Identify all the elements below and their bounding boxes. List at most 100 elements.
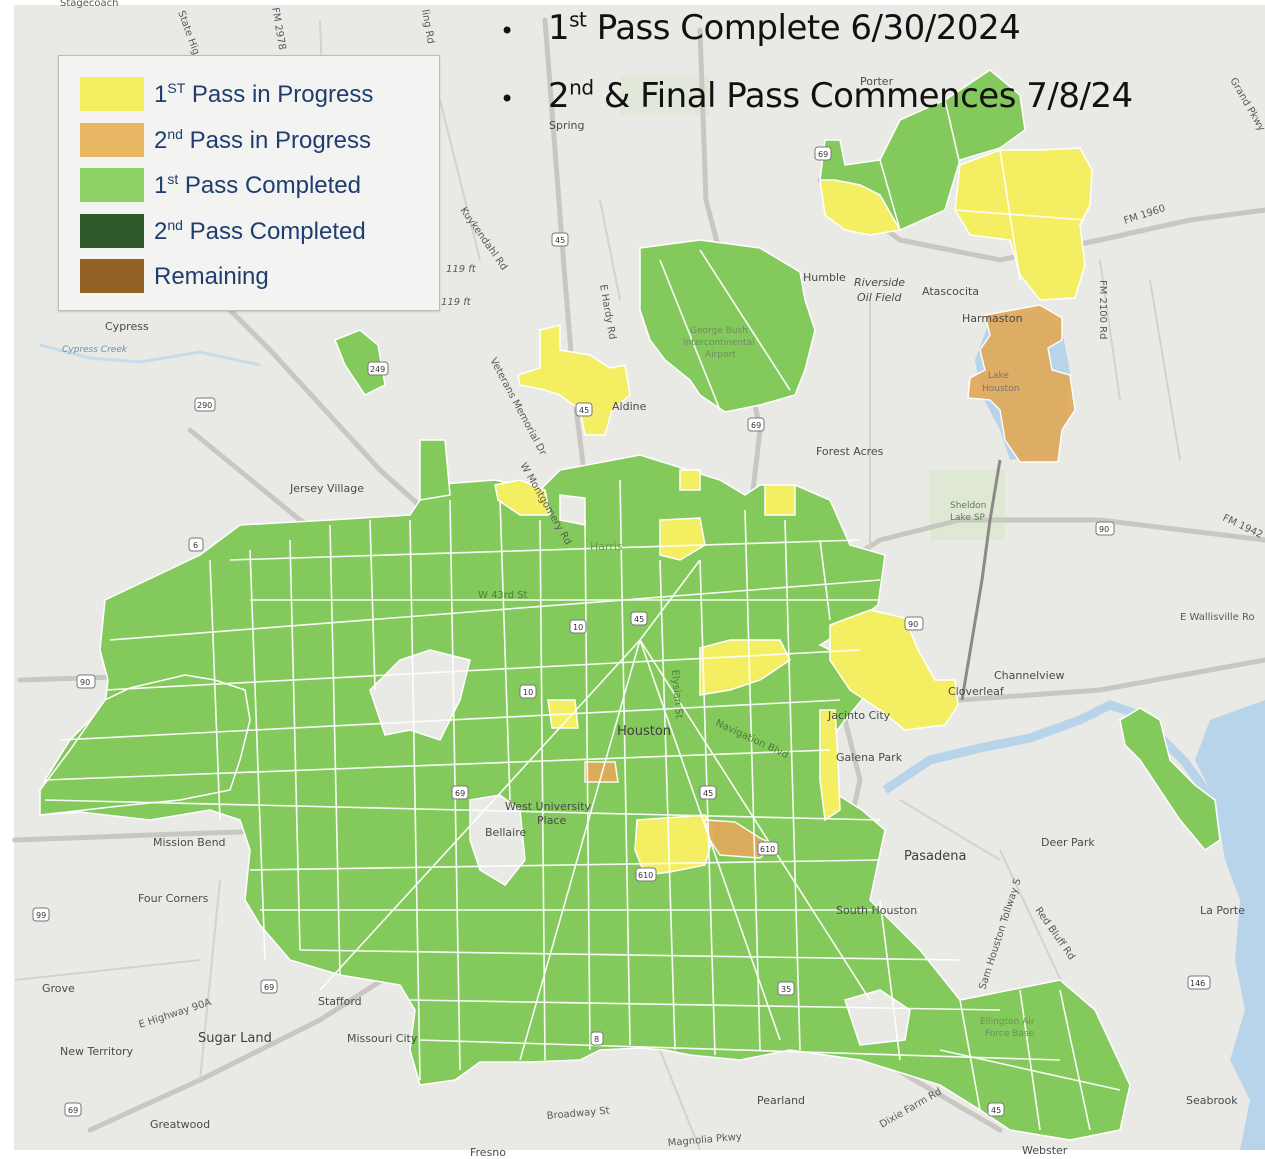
bullet-icon: • bbox=[500, 17, 515, 46]
svg-text:10: 10 bbox=[523, 688, 533, 697]
svg-text:69: 69 bbox=[68, 1106, 78, 1115]
label-galena-park: Galena Park bbox=[836, 751, 903, 764]
legend-label: 2nd Pass in Progress bbox=[154, 125, 372, 154]
label-porter: Porter bbox=[860, 75, 894, 88]
svg-text:45: 45 bbox=[634, 615, 644, 624]
svg-text:69: 69 bbox=[818, 150, 828, 159]
label-webster: Webster bbox=[1022, 1144, 1068, 1157]
galveston-bay bbox=[1195, 700, 1265, 1150]
road-w43rd: W 43rd St bbox=[478, 590, 528, 601]
label-la-porte: La Porte bbox=[1200, 904, 1245, 917]
label-cypress: Cypress bbox=[105, 320, 149, 333]
label-gb-airport-1: George Bush bbox=[690, 326, 748, 336]
svg-text:35: 35 bbox=[781, 985, 791, 994]
shield-sh99: 99 bbox=[32, 907, 50, 922]
label-four-corners: Four Corners bbox=[138, 892, 209, 905]
label-fresno: Fresno bbox=[470, 1146, 506, 1159]
label-gb-airport-3: Airport bbox=[705, 350, 736, 360]
label-pearland: Pearland bbox=[757, 1094, 805, 1107]
left-margin bbox=[0, 0, 14, 1159]
shield-us290: 290 bbox=[194, 397, 216, 412]
legend-item-second-pass-completed: 2nd Pass Completed bbox=[80, 213, 366, 249]
label-houston: Houston bbox=[617, 724, 671, 739]
svg-text:69: 69 bbox=[751, 421, 761, 430]
legend-swatch bbox=[80, 259, 144, 293]
label-cloverleaf: Cloverleaf bbox=[948, 685, 1005, 698]
shield-i45-aldine: 45 bbox=[575, 402, 593, 417]
legend-swatch bbox=[80, 77, 144, 111]
label-cypress-creek: Cypress Creek bbox=[62, 345, 128, 355]
legend-swatch bbox=[80, 168, 144, 202]
label-sheldon-2: Lake SP bbox=[950, 513, 986, 523]
shield-us69-north: 69 bbox=[814, 146, 832, 161]
shield-us69-aldine: 69 bbox=[747, 417, 765, 432]
bullet-icon: • bbox=[500, 85, 515, 114]
shield-us6: 6 bbox=[188, 537, 204, 552]
svg-text:45: 45 bbox=[579, 406, 589, 415]
svg-text:45: 45 bbox=[703, 789, 713, 798]
svg-text:610: 610 bbox=[638, 871, 653, 880]
road-e-wallisville: E Wallisville Ro bbox=[1180, 612, 1255, 623]
legend-label: 1ST Pass in Progress bbox=[154, 79, 374, 108]
label-jersey-village: Jersey Village bbox=[289, 482, 364, 495]
label-missouri-city: Missouri City bbox=[347, 1032, 418, 1045]
label-south-houston: South Houston bbox=[836, 904, 917, 917]
legend-swatch bbox=[80, 123, 144, 157]
label-stafford: Stafford bbox=[318, 995, 362, 1008]
label-pasadena: Pasadena bbox=[904, 849, 966, 864]
road-elevation-1: 119 ft bbox=[446, 264, 477, 275]
ship-channel bbox=[882, 700, 1225, 823]
svg-text:90: 90 bbox=[1099, 525, 1109, 534]
label-harmaston: Harmaston bbox=[962, 312, 1023, 325]
shield-i610-south: 610 bbox=[635, 867, 657, 882]
shield-us69-greatwood: 69 bbox=[64, 1102, 82, 1117]
label-ellington-1: Ellington Air bbox=[980, 1017, 1035, 1027]
bottom-margin bbox=[0, 1150, 1265, 1159]
label-riverside: Riverside bbox=[854, 276, 905, 289]
shield-i10-center: 10 bbox=[519, 684, 537, 699]
road-stagecoach: Stagecoach bbox=[60, 0, 118, 9]
road-broadway: Broadway St bbox=[546, 1106, 610, 1122]
svg-text:90: 90 bbox=[908, 620, 918, 629]
svg-text:90: 90 bbox=[80, 678, 90, 687]
place-labels: Houston Spring Porter Humble Riverside O… bbox=[42, 75, 1245, 1159]
label-west-university-1: West University bbox=[505, 800, 592, 813]
label-sheldon-1: Sheldon bbox=[950, 501, 986, 511]
label-seabrook: Seabrook bbox=[1186, 1094, 1238, 1107]
creek-line bbox=[39, 343, 261, 367]
svg-text:290: 290 bbox=[197, 401, 212, 410]
label-new-territory: New Territory bbox=[60, 1045, 134, 1058]
shield-us69-sugarland: 69 bbox=[260, 979, 278, 994]
legend-item-first-pass-completed: 1st Pass Completed bbox=[80, 167, 361, 203]
shield-i10-west: 10 bbox=[569, 619, 587, 634]
label-bellaire: Bellaire bbox=[485, 826, 527, 839]
neighborhood-boundaries bbox=[44, 99, 1121, 1131]
legend-swatch bbox=[80, 214, 144, 248]
svg-text:69: 69 bbox=[264, 983, 274, 992]
shield-sh8: 8 bbox=[590, 1031, 604, 1046]
shield-sh146: 146 bbox=[1187, 975, 1211, 990]
label-forest-acres: Forest Acres bbox=[816, 445, 884, 458]
route-shields: 45 69 45 69 249 290 6 90 90 10 10 45 90 … bbox=[32, 146, 1211, 1117]
svg-text:69: 69 bbox=[455, 789, 465, 798]
shield-i45-center: 45 bbox=[630, 611, 648, 626]
label-grove: Grove bbox=[42, 982, 75, 995]
legend-item-remaining: Remaining bbox=[80, 258, 269, 294]
legend-label: Remaining bbox=[154, 262, 269, 290]
label-aldine: Aldine bbox=[612, 400, 647, 413]
svg-text:146: 146 bbox=[1190, 979, 1205, 988]
svg-text:45: 45 bbox=[991, 1106, 1001, 1115]
svg-text:99: 99 bbox=[36, 911, 46, 920]
svg-text:10: 10 bbox=[573, 623, 583, 632]
legend-item-first-pass-in-progress: 1ST Pass in Progress bbox=[80, 76, 373, 112]
legend-label: 1st Pass Completed bbox=[154, 170, 362, 199]
shield-us90-center: 90 bbox=[904, 616, 924, 631]
shield-i45-north: 45 bbox=[551, 232, 569, 247]
label-humble: Humble bbox=[803, 271, 846, 284]
shield-i45-south: 45 bbox=[699, 785, 717, 800]
shield-sh249: 249 bbox=[367, 361, 389, 376]
label-jacinto-city: Jacinto City bbox=[827, 709, 891, 722]
svg-text:610: 610 bbox=[760, 845, 775, 854]
road-elysian: Elysian St bbox=[669, 669, 684, 719]
